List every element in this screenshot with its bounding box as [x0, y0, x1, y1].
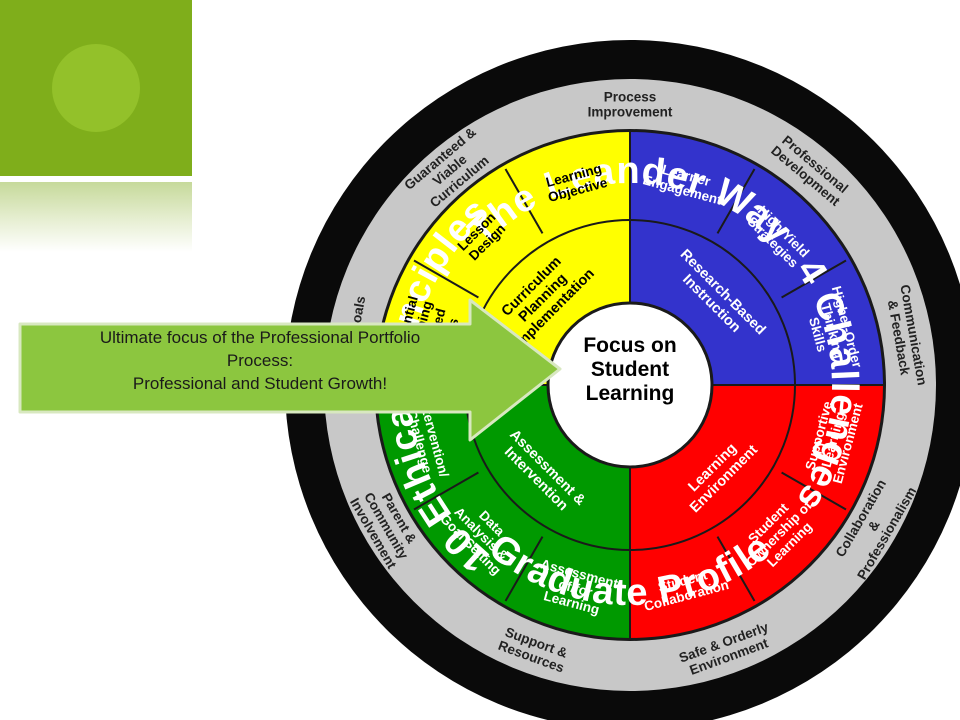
segment-label-blue: Higher-OrderThinkingSkills — [800, 284, 865, 378]
quadrant-yellow — [377, 132, 630, 385]
center-label-line-2: Student — [591, 358, 669, 381]
corner-accent-circle — [52, 44, 140, 132]
center-label-line-1: Focus on — [583, 334, 676, 357]
segment-label-red: SupportiveLearningEnvironment — [801, 393, 866, 485]
quadrant-red — [630, 385, 883, 638]
center-circle — [546, 301, 714, 469]
segment-dividers — [413, 168, 847, 602]
center-label-line-3: Learning — [586, 382, 675, 405]
callout-line-1: Ultimate focus of the Professional Portf… — [99, 328, 421, 347]
quadrant-green — [377, 385, 630, 638]
callout-arrow — [18, 298, 562, 442]
quadrant-blue — [630, 132, 883, 385]
corner-accent-gradient-bar — [0, 182, 192, 252]
callout-line-3: Professional and Student Growth! — [132, 374, 388, 393]
callout-text: Ultimate focus of the Professional Portf… — [30, 326, 490, 395]
callout-line-2: Process: — [226, 351, 294, 370]
